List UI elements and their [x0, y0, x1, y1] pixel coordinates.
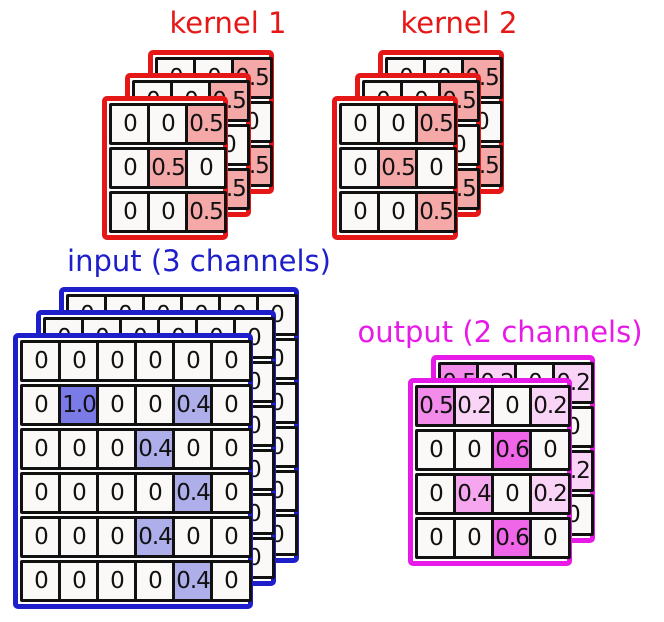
kernel1-ch1-cell-r3c1: 0 — [109, 191, 151, 233]
input-ch1-cell-r6c5: 0.4 — [172, 560, 214, 602]
output-ch1-cell-r1c3: 0 — [491, 385, 533, 427]
input-ch1-cell-r1c6: 0 — [210, 340, 252, 382]
input-ch1-cell-r5c4: 0.4 — [134, 516, 176, 558]
output-ch1-cell-r3c4: 0.2 — [529, 473, 571, 515]
kernel2-ch3-cell-r1c3: 0.5 — [461, 57, 503, 99]
input-ch1-cell-r1c4: 0 — [134, 340, 176, 382]
input-ch1-cell-r5c2: 0 — [58, 516, 100, 558]
input-ch1-cell-r4c5: 0.4 — [172, 472, 214, 514]
kernel1-ch1-cell-r2c1: 0 — [109, 147, 151, 189]
kernel1-ch1-cell-r3c3: 0.5 — [185, 191, 227, 233]
output-ch1-cell-r4c1: 0 — [415, 517, 457, 559]
kernel2-ch1-cell-r2c3: 0 — [415, 147, 457, 189]
kernel2-ch1-cell-r3c1: 0 — [339, 191, 381, 233]
output-ch1-cell-r1c1: 0.5 — [415, 385, 457, 427]
input-ch1-cell-r6c4: 0 — [134, 560, 176, 602]
input-ch1-cell-r3c6: 0 — [210, 428, 252, 470]
input-ch1-cell-r5c1: 0 — [20, 516, 62, 558]
kernel1-ch1-cell-r2c2: 0.5 — [147, 147, 189, 189]
input-ch1-cell-r1c1: 0 — [20, 340, 62, 382]
output-ch1-cell-r4c3: 0.6 — [491, 517, 533, 559]
input-ch1-cell-r5c6: 0 — [210, 516, 252, 558]
kernel2-ch1-cell-r2c1: 0 — [339, 147, 381, 189]
output-ch1-cell-r2c1: 0 — [415, 429, 457, 471]
input-ch1-cell-r5c5: 0 — [172, 516, 214, 558]
kernel2-ch1-cell-r3c2: 0 — [377, 191, 419, 233]
kernel2-ch1-cell-r1c1: 0 — [339, 103, 381, 145]
input-ch1-cell-r6c2: 0 — [58, 560, 100, 602]
kernel2-ch1-cell-r2c2: 0.5 — [377, 147, 419, 189]
input-ch1-cell-r3c2: 0 — [58, 428, 100, 470]
input-ch1-cell-r3c4: 0.4 — [134, 428, 176, 470]
input-ch1-cell-r2c1: 0 — [20, 384, 62, 426]
kernel2-label: kernel 2 — [400, 6, 518, 40]
input-ch1-cell-r2c6: 0 — [210, 384, 252, 426]
input-ch1-cell-r6c3: 0 — [96, 560, 138, 602]
output-ch1-cell-r4c2: 0 — [453, 517, 495, 559]
kernel2-ch1-cell-r3c3: 0.5 — [415, 191, 457, 233]
input-ch1-cell-r2c5: 0.4 — [172, 384, 214, 426]
kernel1-ch1-cell-r1c3: 0.5 — [185, 103, 227, 145]
output-ch1-cell-r2c2: 0 — [453, 429, 495, 471]
input-ch1-cell-r1c3: 0 — [96, 340, 138, 382]
kernel2-ch1-cell-r1c3: 0.5 — [415, 103, 457, 145]
output-ch1-cell-r3c3: 0 — [491, 473, 533, 515]
input-ch1-cell-r2c3: 0 — [96, 384, 138, 426]
output-ch1-cell-r1c2: 0.2 — [453, 385, 495, 427]
kernel1-ch1-cell-r1c2: 0 — [147, 103, 189, 145]
input-label: input (3 channels) — [67, 244, 331, 278]
output-ch1-cell-r2c3: 0.6 — [491, 429, 533, 471]
input-ch1-cell-r1c2: 0 — [58, 340, 100, 382]
input-ch1-cell-r4c3: 0 — [96, 472, 138, 514]
input-ch1-cell-r4c2: 0 — [58, 472, 100, 514]
input-ch1-cell-r2c4: 0 — [134, 384, 176, 426]
output-ch1-cell-r3c2: 0.4 — [453, 473, 495, 515]
input-ch1-cell-r6c1: 0 — [20, 560, 62, 602]
input-ch1-cell-r1c5: 0 — [172, 340, 214, 382]
kernel1-ch1-cell-r2c3: 0 — [185, 147, 227, 189]
kernel2-ch1-cell-r1c2: 0 — [377, 103, 419, 145]
output-ch1-cell-r1c4: 0.2 — [529, 385, 571, 427]
output-ch1-cell-r2c4: 0 — [529, 429, 571, 471]
output-ch1-cell-r4c4: 0 — [529, 517, 571, 559]
input-ch1-cell-r4c1: 0 — [20, 472, 62, 514]
output-label: output (2 channels) — [357, 315, 643, 349]
input-ch1-cell-r3c5: 0 — [172, 428, 214, 470]
input-ch1-cell-r6c6: 0 — [210, 560, 252, 602]
input-ch1-cell-r5c3: 0 — [96, 516, 138, 558]
input-ch1-cell-r3c3: 0 — [96, 428, 138, 470]
input-ch1-cell-r4c6: 0 — [210, 472, 252, 514]
input-ch1-cell-r4c4: 0 — [134, 472, 176, 514]
kernel1-label: kernel 1 — [169, 6, 287, 40]
output-ch1-cell-r3c1: 0 — [415, 473, 457, 515]
kernel1-ch1-cell-r1c1: 0 — [109, 103, 151, 145]
input-ch1-cell-r2c2: 1.0 — [58, 384, 100, 426]
kernel1-ch1-cell-r3c2: 0 — [147, 191, 189, 233]
input-ch1-cell-r3c1: 0 — [20, 428, 62, 470]
